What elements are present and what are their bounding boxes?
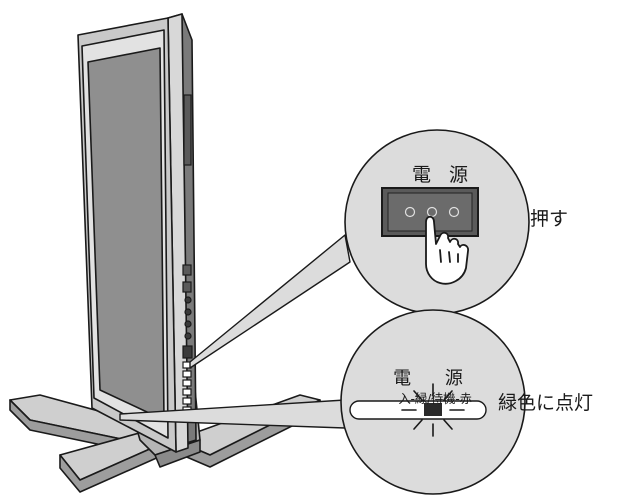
indicator-dot — [404, 206, 416, 218]
indicator-title: 電 源 — [393, 368, 477, 389]
tv-side-panel — [182, 94, 193, 414]
indicator-dot — [448, 206, 460, 218]
green-light-instruction: 緑色に点灯 — [498, 392, 594, 414]
indicator-legend: 入-緑/待機-赤 — [398, 391, 472, 406]
power-led — [424, 403, 442, 416]
push-instruction: 押す — [530, 208, 569, 230]
led-glow-icon — [401, 383, 465, 437]
zoom-power-button — [189, 129, 530, 369]
indicator-dot — [426, 206, 438, 218]
pointing-hand-icon — [425, 215, 469, 285]
tv-body — [77, 13, 197, 453]
power-button-title: 電 源 — [411, 164, 475, 186]
zoom-indicator — [119, 309, 526, 495]
